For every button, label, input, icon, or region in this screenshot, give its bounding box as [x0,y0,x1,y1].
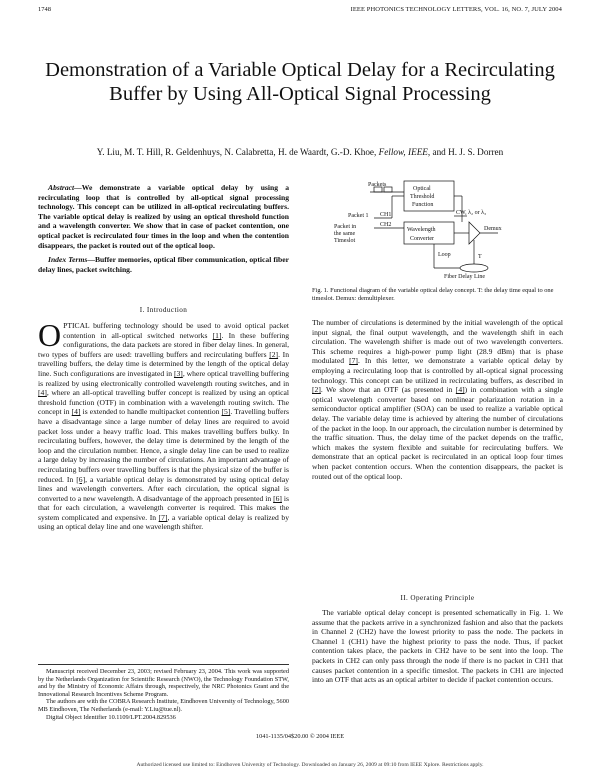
index-terms-text: Buffer memories, optical fiber communica… [38,255,289,274]
journal-header: IEEE PHOTONICS TECHNOLOGY LETTERS, VOL. … [350,6,562,13]
footnote-affiliation: The authors are with the COBRA Research … [38,698,289,713]
right-text: The number of circulations is determined… [312,318,563,366]
abstract-label: Abstract— [48,183,82,192]
demux-shape [468,221,481,245]
copyright: 1041-1135/04$20.00 © 2004 IEEE [255,733,345,740]
intro-text: , a variable optical delay is demonstrat… [38,474,289,503]
ref-link[interactable]: [1] [212,330,222,340]
label-ch2: CH2 [380,222,391,228]
intro-text: , a variable optical delay is realized b… [38,512,290,532]
footnote-manuscript: Manuscript received December 23, 2003; r… [38,668,289,698]
label-t: T [478,254,482,260]
index-terms: Index Terms—Buffer memories, optical fib… [38,255,289,274]
abstract-block: Abstract—We demonstrate a variable optic… [38,183,289,274]
figure-1-diagram: Packets Optical Threshold Function Packe… [334,180,502,280]
figure-1: Packets Optical Threshold Function Packe… [312,178,563,280]
label-cw: CW, λ₂ or λ₃ [456,210,486,216]
footnote-doi: Digital Object Identifier 10.1109/LPT.20… [46,713,176,721]
intro-text: . Travelling buffers have a disadvantage… [38,407,289,484]
index-terms-label: Index Terms— [48,255,95,265]
label-packet-in: Packet in [334,224,356,230]
authors-end: , and H. J. S. Dorren [427,147,504,157]
ref-link[interactable]: [2] [269,349,279,359]
packet-shape [373,186,383,193]
ref-link[interactable]: [4] [455,385,465,395]
ref-link[interactable]: [7] [158,512,168,522]
authors: Y. Liu, M. T. Hill, R. Geldenhuys, N. Ca… [40,147,560,157]
ref-link[interactable]: [4] [71,407,81,417]
intro-text: is that for each circulation, a waveleng… [38,493,289,522]
fiber-coil [459,263,489,273]
authorized-use-notice: Authorized licensed use limited to: Eind… [136,762,484,768]
label-timeslot: Timeslot [334,238,355,244]
right-text: ) in combination with a single optical w… [312,385,563,481]
label-demux: Demux [484,226,502,232]
label-fiber-delay: Fiber Delay Line [444,274,485,280]
intro-lead: PTICAL buffering technology should be us… [63,321,289,340]
ref-link[interactable]: [2] [312,385,321,395]
label-packets: Packets [368,182,387,188]
caption-text: Functional diagram of the variable optic… [312,287,554,302]
caption-label: Fig. 1. [312,287,329,294]
right-text: . In this letter, we demonstrate a varia… [312,356,563,385]
intro-text: , where optical travelling buffering is … [38,368,289,388]
label-wavelength: Wavelength [407,227,436,233]
label-loop: Loop [438,252,451,258]
ref-link[interactable]: [6] [273,493,282,503]
right-text: . We show that an OTF (as presented in [320,385,456,395]
right-column-body: The number of circulations is determined… [312,318,563,481]
ref-link[interactable]: [4] [38,388,47,398]
section-2-heading: II. Operating Principle [400,594,475,602]
authors-main: Y. Liu, M. T. Hill, R. Geldenhuys, N. Ca… [96,147,379,157]
section-2-body: The variable optical delay concept is pr… [312,608,563,685]
page-number: 1748 [38,6,51,13]
authors-italic: Fellow, IEEE [378,147,428,157]
label-ch1: CH1 [380,212,391,218]
abstract-text: We demonstrate a variable optical delay … [38,183,289,250]
label-optical: Optical [413,186,431,192]
label-converter: Converter [410,236,434,242]
dropcap: O [38,317,62,353]
ref-link[interactable]: [6] [76,474,86,484]
packet-shape [383,186,393,193]
ref-link[interactable]: [7] [349,356,358,366]
label-function: Function [412,202,433,208]
section-1-heading: I. Introduction [139,306,188,314]
ref-link[interactable]: [5] [221,407,231,417]
intro-text: . In travelling buffers, the delay time … [38,349,289,378]
label-packet1: Packet 1 [348,213,369,219]
paper-title: Demonstration of a Variable Optical Dela… [45,59,555,105]
label-same: the same [334,231,355,237]
figure-1-caption: Fig. 1. Functional diagram of the variab… [312,287,563,302]
abstract: Abstract—We demonstrate a variable optic… [38,183,289,250]
intro-text: , where an all-optical travelling buffer… [38,388,289,417]
label-threshold: Threshold [410,194,434,200]
intro-text: is extended to handle multipacket conten… [80,407,222,417]
right-paragraph: The number of circulations is determined… [312,318,563,481]
footnote-rule [38,664,289,665]
ref-link[interactable]: [3] [173,368,183,378]
intro-text: . In these buffering configurations, the… [38,330,289,359]
footnotes: Manuscript received December 23, 2003; r… [38,668,289,721]
section-2-paragraph: The variable optical delay concept is pr… [312,608,563,685]
